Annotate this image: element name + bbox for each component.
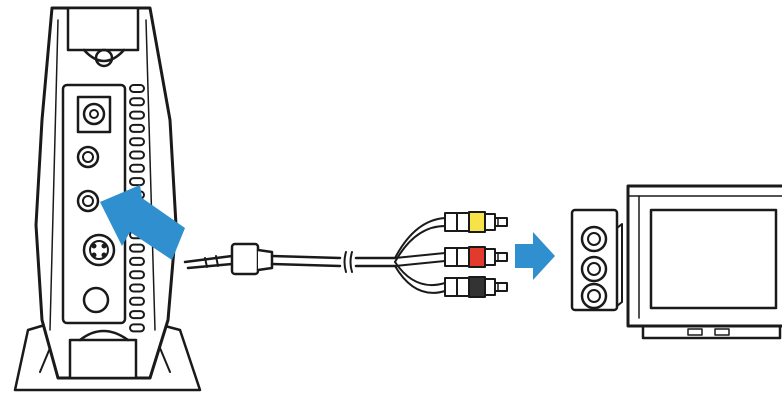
bottom-notch (68, 338, 138, 380)
tv-screen (649, 208, 778, 310)
tv-input-jack (580, 225, 608, 253)
media-player (13, 6, 202, 392)
jack-tip (183, 254, 234, 264)
vent-slot (129, 84, 145, 93)
rca-plug-audio-left (444, 276, 508, 298)
vent-slot (129, 296, 145, 306)
av-out-port (76, 189, 100, 213)
vent-slot (129, 150, 145, 160)
vent-slot (129, 97, 145, 107)
vent-slot (129, 256, 145, 266)
rca-plug-audio-right (444, 246, 508, 268)
audio-port (76, 145, 100, 169)
tv-jack-panel (570, 208, 619, 312)
vent-slot (129, 137, 145, 147)
av-cable (183, 211, 508, 298)
vent-slot (129, 123, 145, 133)
vent-slot (129, 243, 145, 253)
cable-line (270, 254, 342, 260)
tv-input-jack (580, 255, 608, 283)
power-port (82, 233, 116, 267)
insert-arrow (100, 185, 185, 260)
television (570, 184, 782, 340)
vent-slot (129, 110, 145, 120)
vent-slot (129, 163, 145, 173)
vent-slot (129, 323, 145, 333)
tv-control (687, 328, 703, 336)
rca-plug-video (444, 211, 508, 233)
power-button (82, 286, 110, 314)
vent-slot (129, 310, 145, 320)
optical-port (76, 95, 112, 134)
jack-body (230, 242, 260, 276)
tv-input-jack (580, 282, 608, 310)
vent-slot (129, 283, 145, 293)
tv-stand (641, 324, 782, 340)
vent-slot (129, 177, 145, 187)
vent-slot (129, 270, 145, 280)
top-notch (66, 6, 140, 52)
output-arrow (515, 232, 555, 280)
